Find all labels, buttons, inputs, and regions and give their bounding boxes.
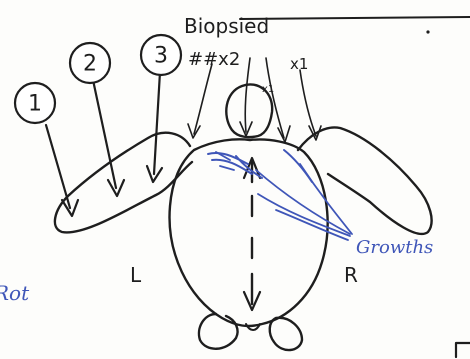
flipper-segment-arrows [46,72,162,216]
partial-margin-text: Rot [0,281,30,305]
biopsied-label: Biopsied [184,14,269,38]
growths-label: Growths [356,237,433,258]
right-side-label: R [344,263,358,287]
right-rear-flipper [270,318,302,350]
left-side-label: L [130,263,142,287]
stray-mark [426,30,429,33]
callout-1-number: 1 [28,92,42,117]
carapace-length-arrow [244,158,260,310]
growth-pointer-lines [256,164,352,240]
biopsy-count-right: x1 [290,55,308,73]
callout-2: 2 [70,43,110,83]
callout-2-number: 2 [83,52,97,77]
callout-1: 1 [15,83,55,123]
callout-3: 3 [141,35,181,75]
left-rear-flipper [199,314,238,349]
right-front-flipper [298,127,432,234]
paper-top-edge-line [240,17,470,19]
turtle-outline-icon [55,84,432,350]
biopsy-count-left: ##x2 [188,49,240,70]
corner-mark-bottom-right [456,343,470,357]
growth-marks [208,150,312,182]
callout-3-number: 3 [154,44,168,69]
